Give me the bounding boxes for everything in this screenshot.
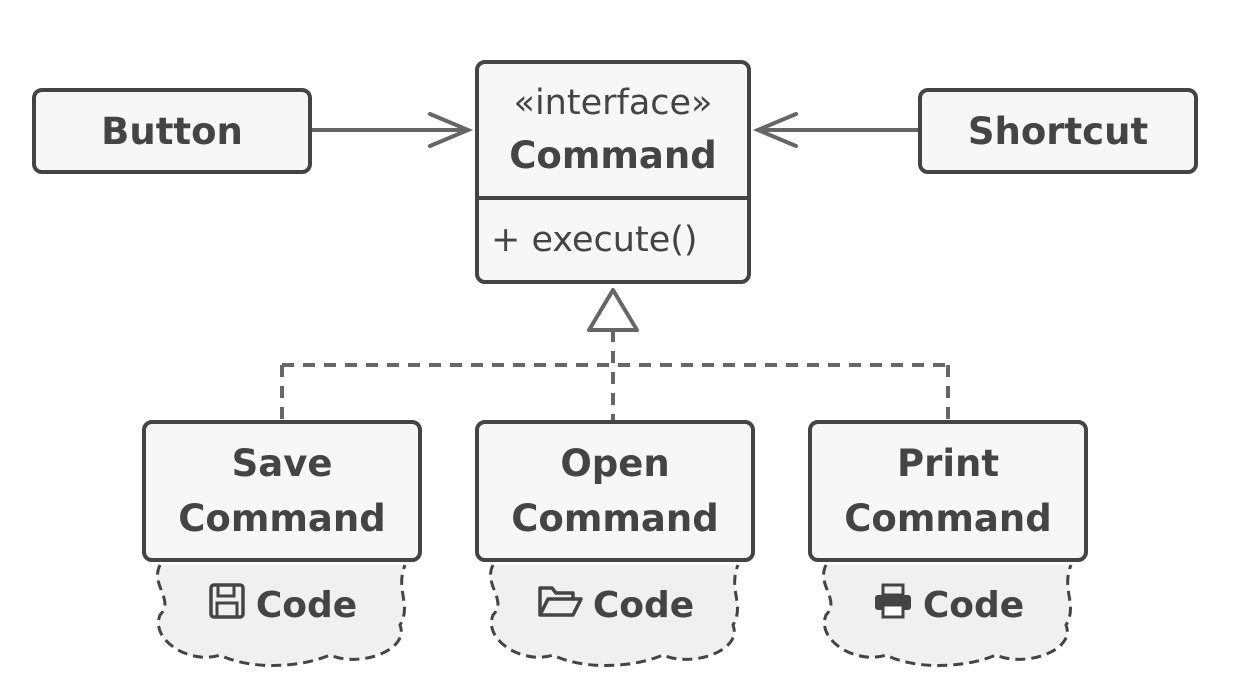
save-code-text: Code: [255, 584, 358, 626]
printer-icon: [873, 582, 913, 629]
open-command-line2: Command: [511, 497, 719, 540]
print-command-line1: Print: [896, 442, 1000, 485]
open-command-box: Open Command: [475, 420, 755, 562]
interface-method-execute: + execute(): [491, 220, 698, 260]
interface-stereotype: «interface»: [513, 82, 713, 123]
print-command-line2: Command: [844, 497, 1052, 540]
folder-open-icon: [537, 583, 583, 628]
save-command-line2: Command: [178, 497, 386, 540]
realization-triangle: [587, 288, 639, 332]
button-class-box: Button: [32, 88, 312, 174]
save-command-box: Save Command: [142, 420, 422, 562]
button-to-command-arrow: [310, 112, 474, 148]
save-command-line1: Save: [231, 442, 333, 485]
save-code-label: Code: [160, 575, 405, 635]
open-command-line1: Open: [560, 442, 670, 485]
code-cloud-save: [156, 564, 407, 667]
realization-lines: [280, 330, 950, 420]
interface-name: Command: [509, 133, 717, 177]
command-interface-header: «interface» Command: [475, 60, 751, 200]
button-class-label: Button: [101, 109, 243, 153]
open-code-text: Code: [592, 584, 695, 626]
print-code-label: Code: [826, 575, 1071, 635]
shortcut-class-label: Shortcut: [967, 109, 1149, 153]
floppy-disk-icon: [208, 582, 246, 629]
print-code-text: Code: [922, 584, 1025, 626]
open-code-label: Code: [493, 575, 738, 635]
command-interface-methods: + execute(): [475, 196, 751, 284]
print-command-box: Print Command: [808, 420, 1088, 562]
shortcut-to-command-arrow: [752, 112, 920, 148]
code-cloud-print: [822, 564, 1073, 667]
shortcut-class-box: Shortcut: [918, 88, 1198, 174]
